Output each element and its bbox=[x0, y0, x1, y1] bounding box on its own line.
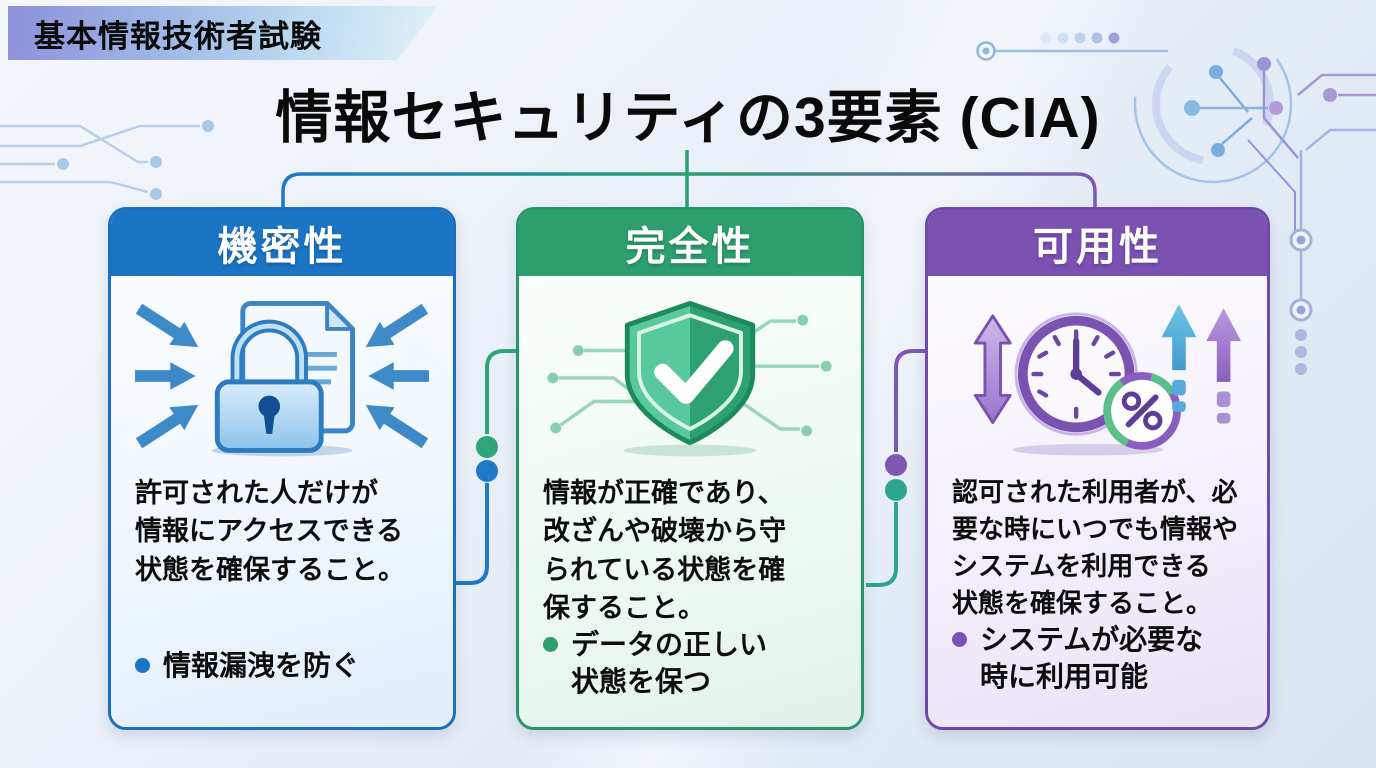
page-title: 情報セキュリティの3要素 (CIA) bbox=[275, 86, 1101, 150]
card-integrity-body: 情報が正確であり、 改ざんや破壊から守 られている状態を確 保すること。 データ… bbox=[519, 276, 861, 727]
description-line: られている状態を確 bbox=[543, 554, 786, 585]
card-integrity: 完全性 bbox=[516, 207, 864, 730]
circuit-circle-top-right-icon bbox=[976, 24, 1376, 232]
description-line: 状態を確保すること。 bbox=[952, 587, 1213, 618]
bullet-text: 情報漏洩を防ぐ bbox=[163, 648, 359, 685]
card-availability-header: 可用性 bbox=[928, 210, 1267, 276]
description-line: 改ざんや破壊から守 bbox=[543, 516, 786, 547]
exam-badge-label: 基本情報技術者試験 bbox=[34, 18, 322, 54]
card-integrity-header: 完全性 bbox=[519, 210, 861, 276]
description-line: 情報にアクセスできる bbox=[135, 516, 404, 547]
bullet-line: システムが必要な bbox=[980, 623, 1204, 655]
connector-gap-left bbox=[456, 349, 516, 585]
bullet-line: 時に利用可能 bbox=[980, 660, 1149, 692]
bullet-text: システムが必要な 時に利用可能 bbox=[980, 622, 1203, 696]
card-availability-body: 認可された利用者が、必 要な時にいつでも情報や システムを利用できる 状態を確保… bbox=[928, 276, 1267, 727]
shield-check-icon bbox=[543, 286, 837, 466]
card-confidentiality-description: 許可された人だけが 情報にアクセスできる 状態を確保すること。 bbox=[135, 474, 429, 589]
circuit-lines-left-icon bbox=[0, 120, 214, 200]
bullet-dot bbox=[952, 631, 967, 647]
bullet-text: データの正しい 状態を保つ bbox=[571, 627, 767, 701]
card-confidentiality-header: 機密性 bbox=[111, 210, 453, 276]
card-confidentiality-bullet: 情報漏洩を防ぐ bbox=[135, 648, 429, 685]
description-line: 情報が正確であり、 bbox=[543, 478, 785, 508]
bullet-line: 状態を保つ bbox=[571, 666, 712, 698]
card-availability-description: 認可された利用者が、必 要な時にいつでも情報や システムを利用できる 状態を確保… bbox=[952, 474, 1243, 622]
lock-document-icon bbox=[135, 286, 429, 466]
description-line: 状態を確保すること。 bbox=[135, 554, 405, 585]
bullet-line: 情報漏洩を防ぐ bbox=[163, 650, 360, 682]
connector-gap-right bbox=[866, 349, 925, 587]
node-chain-decoration-right-icon bbox=[1289, 150, 1313, 375]
card-confidentiality-body: 許可された人だけが 情報にアクセスできる 状態を確保すること。 情報漏洩を防ぐ bbox=[111, 276, 453, 727]
connector-tree bbox=[281, 150, 1097, 207]
description-line: システムを利用できる bbox=[952, 550, 1211, 581]
clock-uptime-icon bbox=[952, 286, 1243, 466]
description-line: 許可された人だけが bbox=[135, 478, 378, 508]
card-availability: 可用性 bbox=[925, 207, 1270, 730]
card-availability-bullet: システムが必要な 時に利用可能 bbox=[952, 622, 1243, 696]
bullet-dot bbox=[135, 658, 150, 674]
description-line: 認可された利用者が、必 bbox=[952, 477, 1238, 507]
card-integrity-bullet: データの正しい 状態を保つ bbox=[543, 627, 837, 701]
description-line: 要な時にいつでも情報や bbox=[952, 513, 1239, 544]
bullet-dot bbox=[543, 637, 558, 653]
description-line: 保すること。 bbox=[543, 592, 705, 623]
exam-badge: 基本情報技術者試験 bbox=[8, 6, 438, 60]
card-integrity-description: 情報が正確であり、 改ざんや破壊から守 られている状態を確 保すること。 bbox=[543, 474, 837, 627]
card-confidentiality: 機密性 bbox=[108, 207, 456, 730]
bullet-line: データの正しい bbox=[571, 629, 768, 661]
